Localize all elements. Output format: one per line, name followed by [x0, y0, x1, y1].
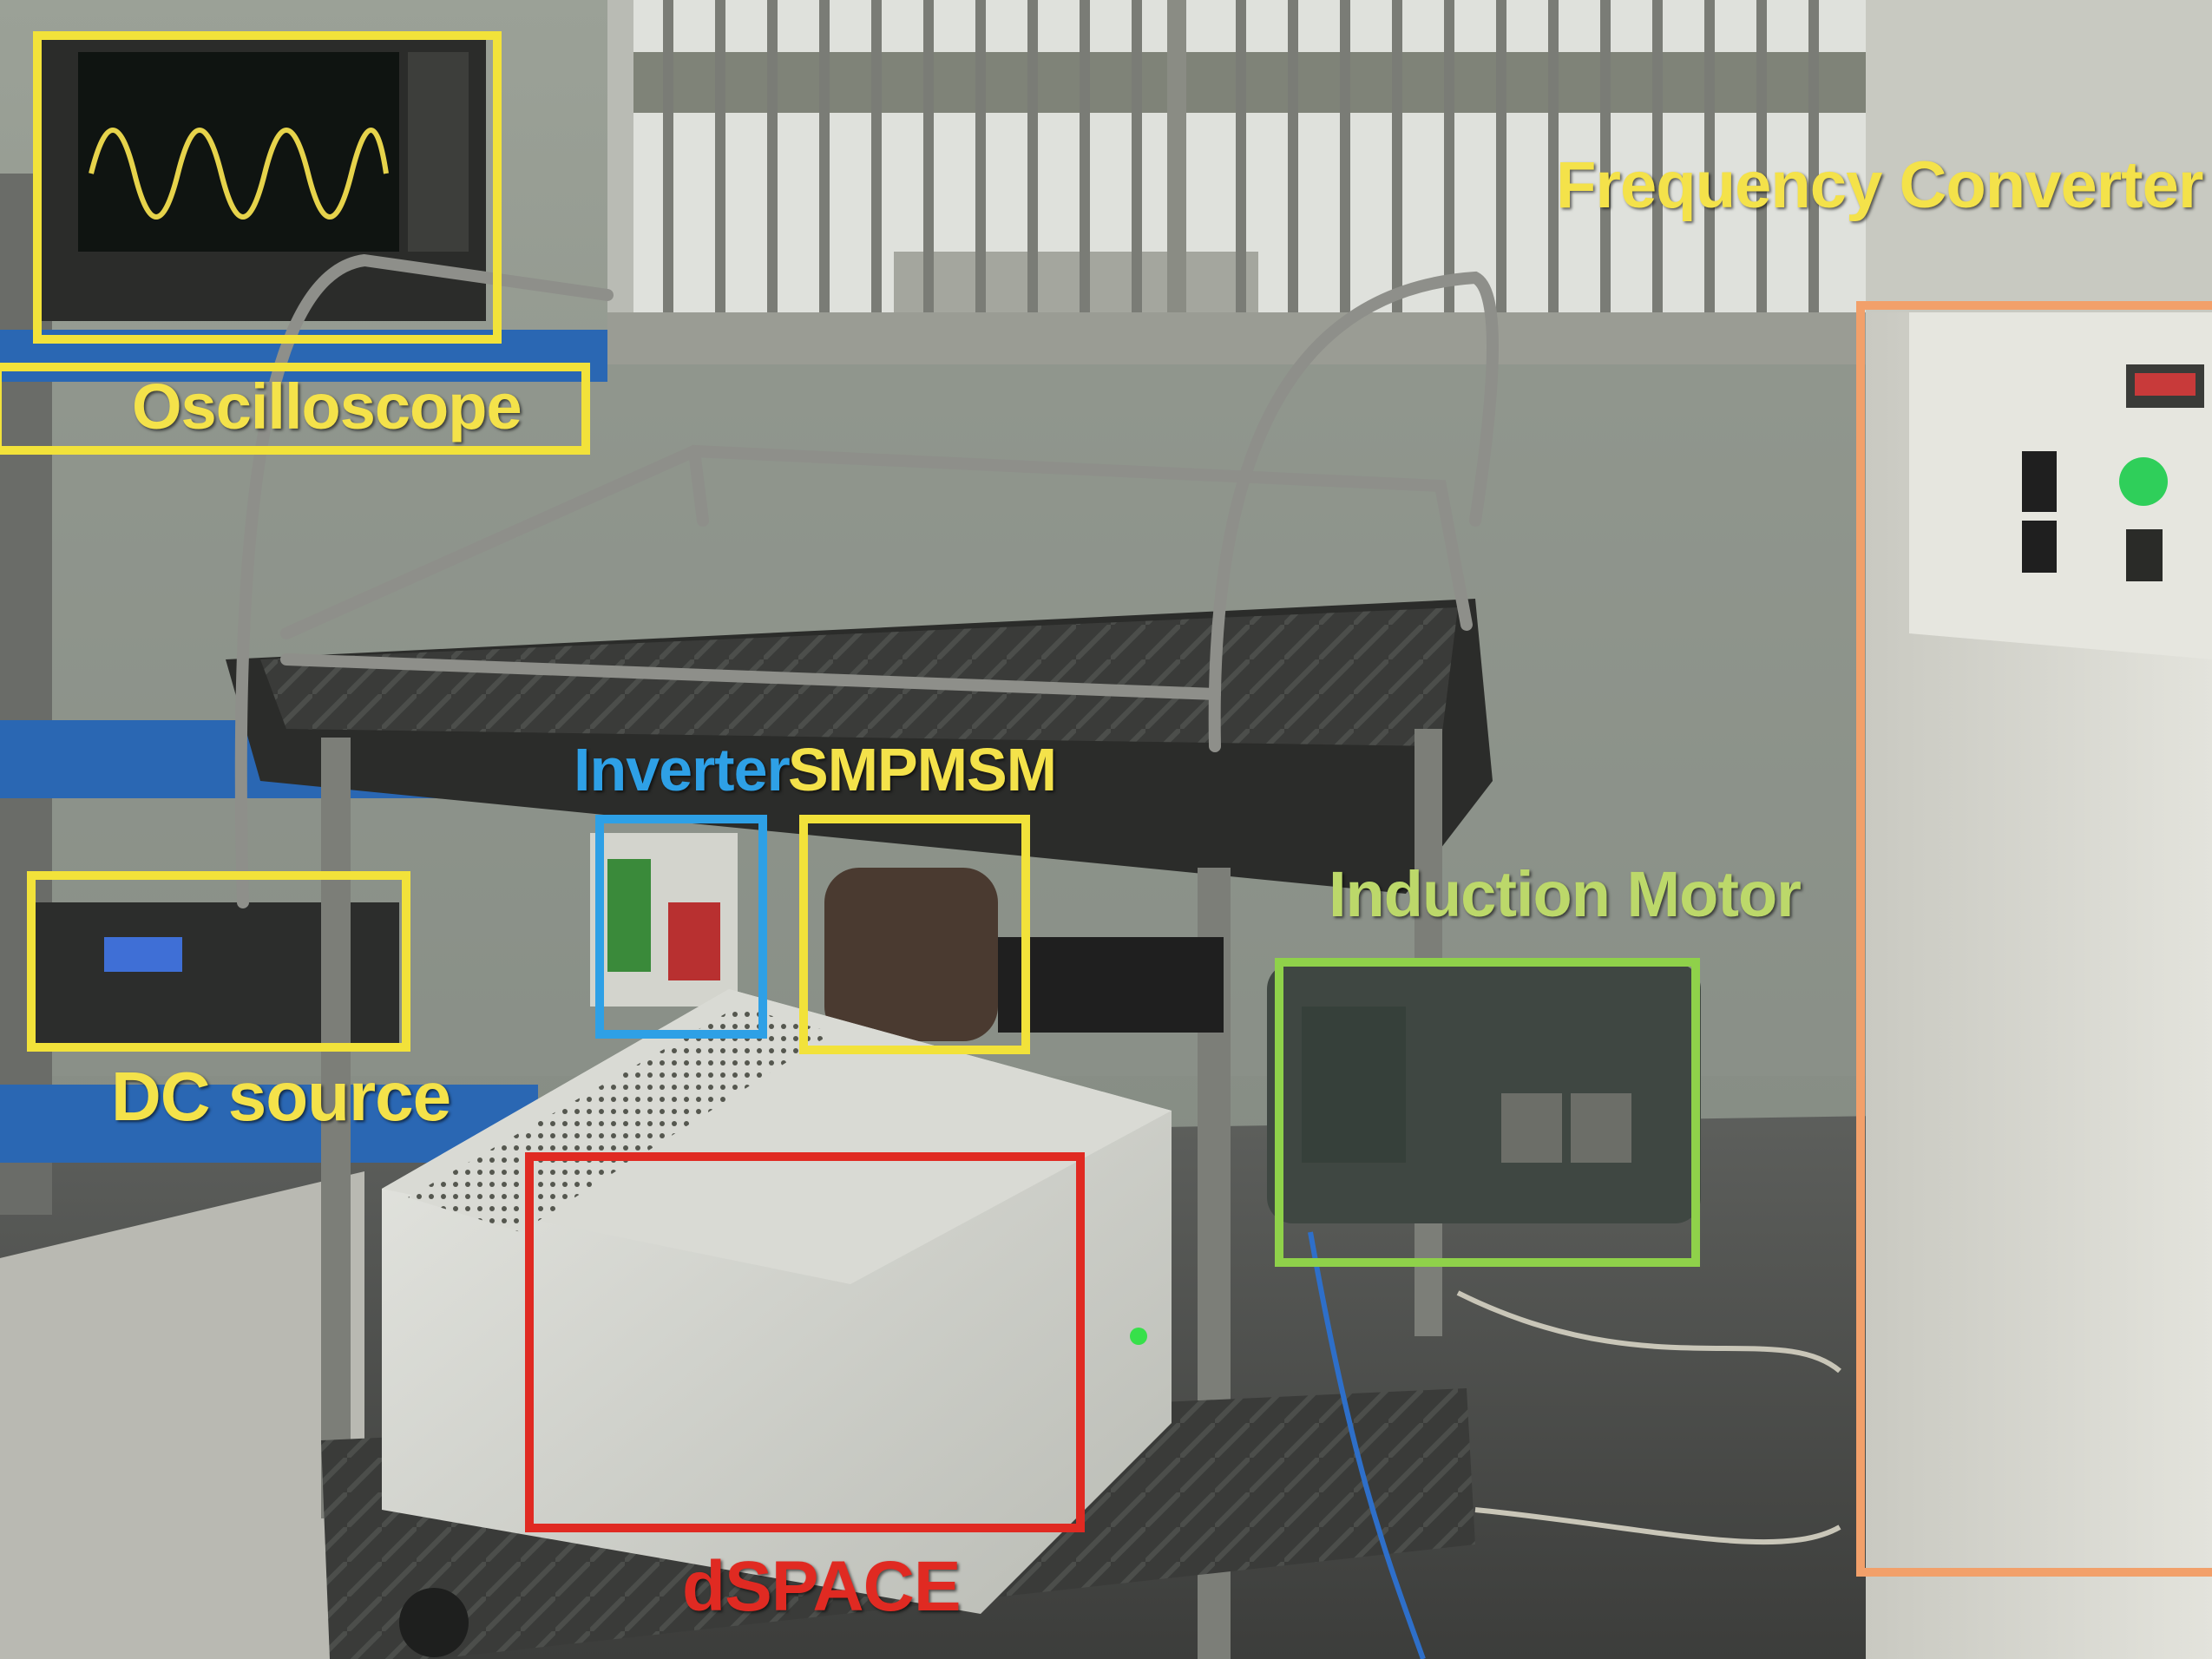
frequency-converter-label: Frequency Converter [1556, 148, 2203, 222]
smpmsm-label: SMPMSM [788, 736, 1057, 803]
induction-motor-label: Induction Motor [1329, 858, 1802, 930]
dspace-frame [525, 1152, 1085, 1532]
oscilloscope-frame [33, 31, 502, 344]
induction-motor-frame [1275, 958, 1700, 1267]
smpmsm-frame [799, 815, 1030, 1054]
oscilloscope-label: Oscilloscope [132, 370, 522, 443]
inverter-frame [595, 815, 767, 1039]
frequency-converter-frame [1856, 301, 2212, 1577]
inverter-label: Inverter [574, 736, 791, 803]
dc-source-label: DC source [111, 1058, 451, 1135]
dc-source-frame [27, 871, 410, 1052]
dspace-label: dSPACE [682, 1547, 962, 1626]
oscilloscope-label-frame [0, 363, 590, 455]
